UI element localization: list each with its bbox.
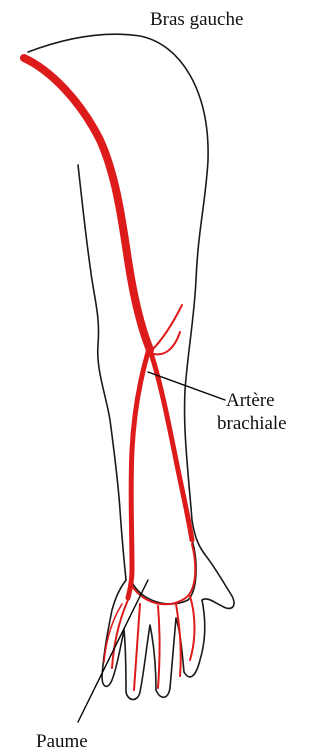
digital-artery-4 bbox=[176, 604, 181, 676]
palm-label: Paume bbox=[36, 731, 88, 753]
diagram-title: Bras gauche bbox=[150, 9, 243, 31]
digital-artery-5 bbox=[190, 596, 195, 660]
artery-label-line1: Artère bbox=[226, 390, 275, 412]
digital-artery-2 bbox=[134, 604, 140, 690]
finger-4-outline bbox=[102, 580, 126, 676]
digital-artery-3 bbox=[158, 606, 160, 688]
finger-2-outline bbox=[126, 625, 156, 700]
palmar-arch bbox=[132, 544, 195, 604]
finger-3-outline bbox=[102, 630, 126, 692]
ulnar-artery bbox=[128, 352, 148, 598]
artery-label-line2: brachiale bbox=[217, 413, 287, 435]
recurrent-branch-1 bbox=[152, 305, 182, 350]
arm-outline-inner bbox=[78, 165, 126, 580]
brachial-artery bbox=[24, 58, 150, 350]
